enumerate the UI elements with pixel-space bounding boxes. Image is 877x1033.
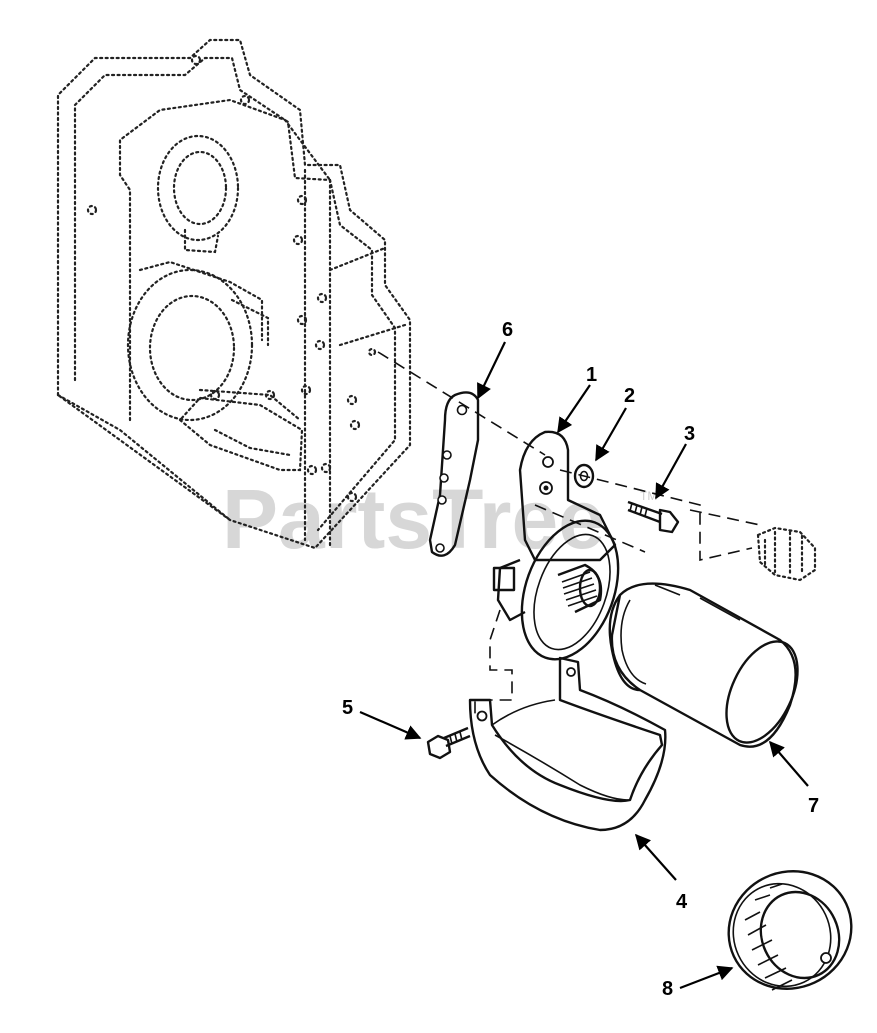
screw-part-5 [426,726,471,760]
callout-8: 8 [662,978,673,1000]
engine-crankcase-phantom [56,38,412,550]
callout-labels: 1 2 3 4 5 6 7 8 [342,319,819,1000]
oil-fitting-phantom [756,526,817,582]
filter-guard-part-4 [468,656,667,832]
callout-4: 4 [676,891,688,913]
washer-part-2 [573,463,595,489]
callout-leaders [359,341,809,990]
assembly-centerlines [377,351,761,720]
filter-adapter-part-1 [492,430,620,661]
callout-2: 2 [624,385,635,407]
bolt-part-3 [627,500,680,534]
callout-3: 3 [684,423,695,445]
gasket-part-6 [428,391,480,557]
callout-7: 7 [808,795,819,817]
callout-6: 6 [502,319,513,341]
cap-part-8 [727,870,853,991]
callout-1: 1 [586,364,597,386]
oil-filter-part-7 [608,582,799,748]
callout-5: 5 [342,697,353,719]
